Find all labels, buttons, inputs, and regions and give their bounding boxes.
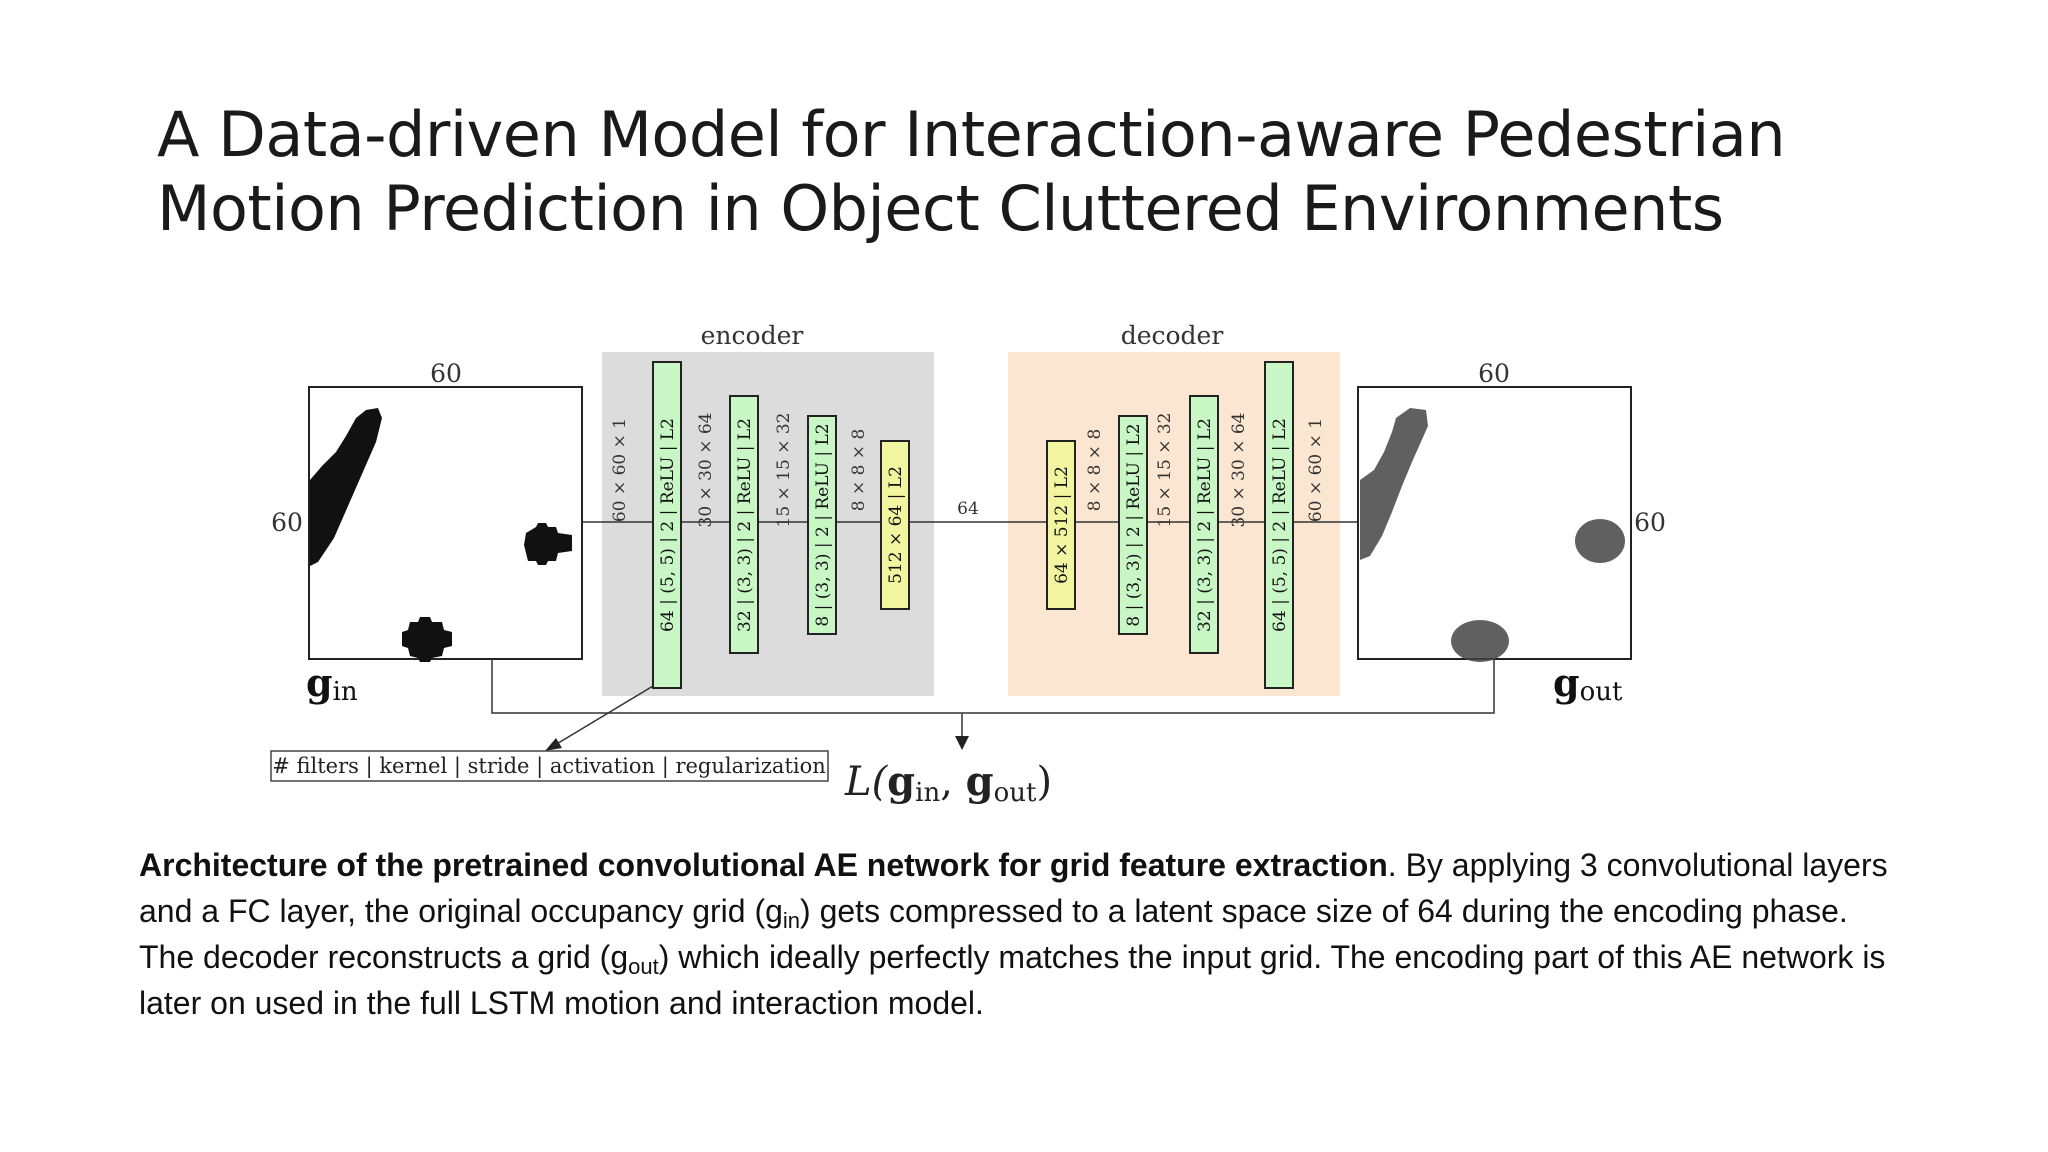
encoder-layer-4: 8 × 8 × 8 512 × 64 | L2 — [849, 429, 910, 610]
encoder-layer-4-box — [880, 440, 910, 610]
decoder-layer-4-size: 30 × 30 × 64 — [1229, 413, 1249, 528]
caption-sub-in: in — [782, 908, 801, 933]
loss-arrow-head — [955, 736, 969, 750]
input-grid: 60 60 gin — [271, 359, 583, 707]
encoder-layer-3-size: 15 × 15 × 32 — [774, 413, 794, 528]
encoder-layer-2-text: 32 | (3, 3) | 2 | ReLU | L2 — [735, 418, 755, 632]
legend-pointer-head — [545, 738, 562, 751]
encoder-layer-3: 15 × 15 × 32 8 | (3, 3) | 2 | ReLU | L2 — [774, 413, 837, 635]
caption-part-3: ) which ideally perfectly matches the in… — [139, 939, 1886, 1021]
legend-pointer-line — [554, 685, 654, 746]
decoder-layer-2-text: 8 | (3, 3) | 2 | ReLU | L2 — [1124, 423, 1144, 626]
title-line-2: Motion Prediction in Object Cluttered En… — [157, 172, 1724, 245]
slide-title: A Data-driven Model for Interaction-awar… — [157, 98, 1957, 246]
encoder-layer-3-box — [807, 415, 837, 635]
encoder-layer-2-size: 30 × 30 × 64 — [696, 413, 716, 528]
encoder-layer-2: 30 × 30 × 64 32 | (3, 3) | 2 | ReLU | L2 — [696, 395, 759, 654]
legend-text: # filters | kernel | stride | activation… — [272, 754, 826, 779]
decoder-layer-4: 30 × 30 × 64 64 | (5, 5) | 2 | ReLU | L2 — [1229, 361, 1294, 689]
input-grid-top-dim: 60 — [430, 359, 462, 388]
encoder-layer-1: 60 × 60 × 1 64 | (5, 5) | 2 | ReLU | L2 — [610, 361, 682, 689]
decoder-layer-3: 15 × 15 × 32 32 | (3, 3) | 2 | ReLU | L2 — [1155, 395, 1219, 654]
figure-caption: Architecture of the pretrained convoluti… — [139, 842, 1899, 1026]
decoder-layer-4-text: 64 | (5, 5) | 2 | ReLU | L2 — [1270, 418, 1290, 632]
output-grid-side-dim: 60 — [1634, 508, 1666, 537]
decoder-layer-1-box — [1046, 440, 1076, 610]
decoder-layer-2: 8 × 8 × 8 8 | (3, 3) | 2 | ReLU | L2 — [1085, 415, 1148, 635]
legend-box — [270, 750, 829, 782]
latent-size-label: 64 — [957, 499, 979, 519]
encoder-layer-1-box — [652, 361, 682, 689]
loss-connector-line — [491, 659, 1495, 714]
encoder-layer-1-size: 60 × 60 × 1 — [610, 418, 630, 522]
decoder-layer-4-box — [1264, 361, 1294, 689]
caption-part-1: . By applying 3 convolutional layers and… — [139, 847, 1888, 929]
decoder-layer-1-text: 64 × 512 | L2 — [1052, 466, 1072, 584]
encoder-label: encoder — [701, 321, 804, 350]
input-grid-side-dim: 60 — [271, 508, 303, 537]
decoder-layer-3-box — [1189, 395, 1219, 654]
output-blob-round-2 — [1451, 620, 1509, 662]
caption-bold: Architecture of the pretrained convoluti… — [139, 847, 1388, 883]
caption-part-2: ) gets compressed to a latent space size… — [139, 893, 1848, 975]
encoder-layer-4-text: 512 × 64 | L2 — [886, 466, 906, 584]
output-grid: 60 60 gout — [1357, 359, 1666, 707]
decoder-label: decoder — [1121, 321, 1224, 350]
output-blob-wall — [1360, 408, 1428, 560]
decoder-layer-1: 64 × 512 | L2 — [1046, 440, 1076, 610]
encoder-layer-1-text: 64 | (5, 5) | 2 | ReLU | L2 — [658, 418, 678, 632]
output-blob-round-1 — [1575, 519, 1625, 563]
input-obstacle-round-1 — [524, 523, 572, 565]
decoder-layer-3-text: 32 | (3, 3) | 2 | ReLU | L2 — [1195, 418, 1215, 632]
loss-formula: L(gin, gout) — [844, 758, 1052, 808]
encoder-layer-4-size: 8 × 8 × 8 — [849, 429, 869, 512]
encoder-layer-3-text: 8 | (3, 3) | 2 | ReLU | L2 — [813, 423, 833, 626]
decoder-layer-3-size: 15 × 15 × 32 — [1155, 413, 1175, 528]
decoder-output-size: 60 × 60 × 1 — [1306, 418, 1326, 522]
encoder-layer-2-box — [729, 395, 759, 654]
decoder-layer-2-box — [1118, 415, 1148, 635]
decoder-layer-2-size: 8 × 8 × 8 — [1085, 429, 1105, 512]
caption-sub-out: out — [628, 954, 659, 979]
output-grid-top-dim: 60 — [1478, 359, 1510, 388]
input-grid-symbol: gin — [306, 660, 358, 707]
input-obstacle-round-2 — [402, 617, 452, 662]
title-line-1: A Data-driven Model for Interaction-awar… — [157, 98, 1786, 171]
output-grid-symbol: gout — [1553, 660, 1623, 707]
input-obstacle-wall — [310, 408, 382, 566]
